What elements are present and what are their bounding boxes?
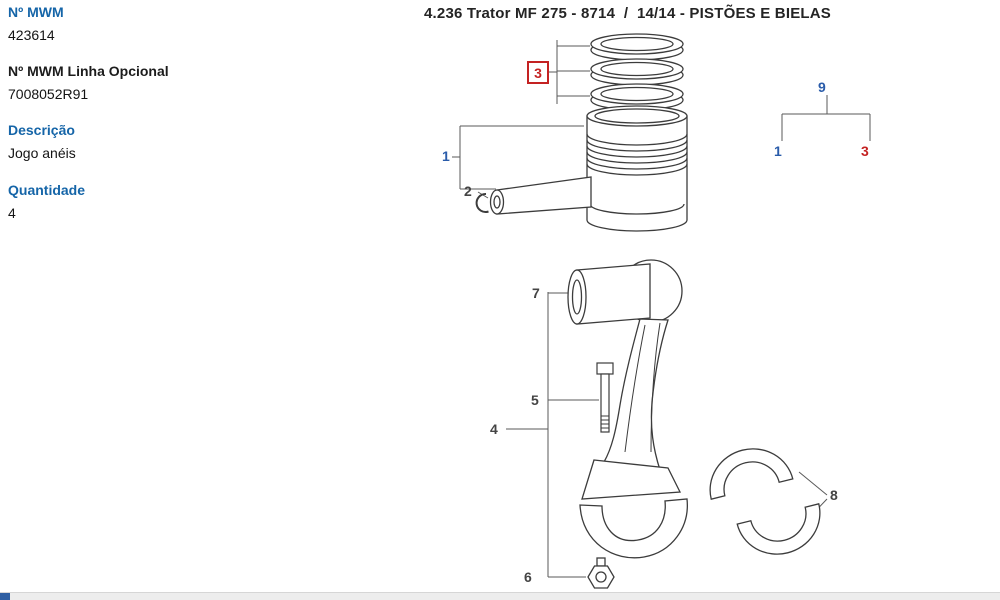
scrollbar-corner-square xyxy=(0,593,10,600)
mwm-number-value: 423614 xyxy=(8,27,55,43)
callout-legend-right[interactable]: 3 xyxy=(861,143,869,159)
callout-legend-left[interactable]: 1 xyxy=(774,143,782,159)
quantity-value: 4 xyxy=(8,205,16,221)
mwm-optional-number-value-highlighted[interactable]: 7008052R91 xyxy=(8,86,89,102)
mwm-optional-number-label: Nº MWM Linha Opcional xyxy=(8,63,169,79)
description-label: Descrição xyxy=(8,122,75,138)
mwm-optional-number-field: Nº MWM Linha Opcional 7008052R91 xyxy=(8,62,169,103)
mwm-number-label: Nº MWM xyxy=(8,4,64,20)
diagram-title: 4.236 Trator MF 275 - 8714 / 14/14 - PIS… xyxy=(424,5,831,22)
piston xyxy=(586,105,688,232)
callout-group[interactable]: 9 xyxy=(818,79,826,95)
quantity-label: Quantidade xyxy=(8,182,86,198)
mwm-number-field: Nº MWM 423614 xyxy=(8,3,64,44)
connecting-rod xyxy=(567,259,688,567)
part-info-panel: Nº MWM 423614 Nº MWM Linha Opcional 7008… xyxy=(0,0,300,560)
description-field: Descrição Jogo anéis xyxy=(8,121,76,162)
piston-pin xyxy=(489,176,592,215)
piston-rings xyxy=(590,33,684,111)
callout-assembly: 4 xyxy=(490,421,498,437)
circlip xyxy=(475,192,489,213)
callout-rings-box[interactable]: 3 xyxy=(527,61,549,84)
description-value: Jogo anéis xyxy=(8,145,76,161)
callout-rings-number[interactable]: 3 xyxy=(534,64,542,81)
callout-bearings: 8 xyxy=(830,487,838,503)
quantity-field: Quantidade 4 xyxy=(8,181,85,222)
rod-nut xyxy=(587,565,615,589)
callout-circlip: 2 xyxy=(464,183,472,199)
callout-bolt: 5 xyxy=(531,392,539,408)
rod-bolt xyxy=(596,362,614,433)
horizontal-scrollbar[interactable] xyxy=(0,592,1000,600)
callout-bushing: 7 xyxy=(532,285,540,301)
leader-lines xyxy=(452,40,871,578)
bearing-shells xyxy=(709,448,821,555)
callout-piston[interactable]: 1 xyxy=(442,148,450,164)
callout-nut: 6 xyxy=(524,569,532,585)
